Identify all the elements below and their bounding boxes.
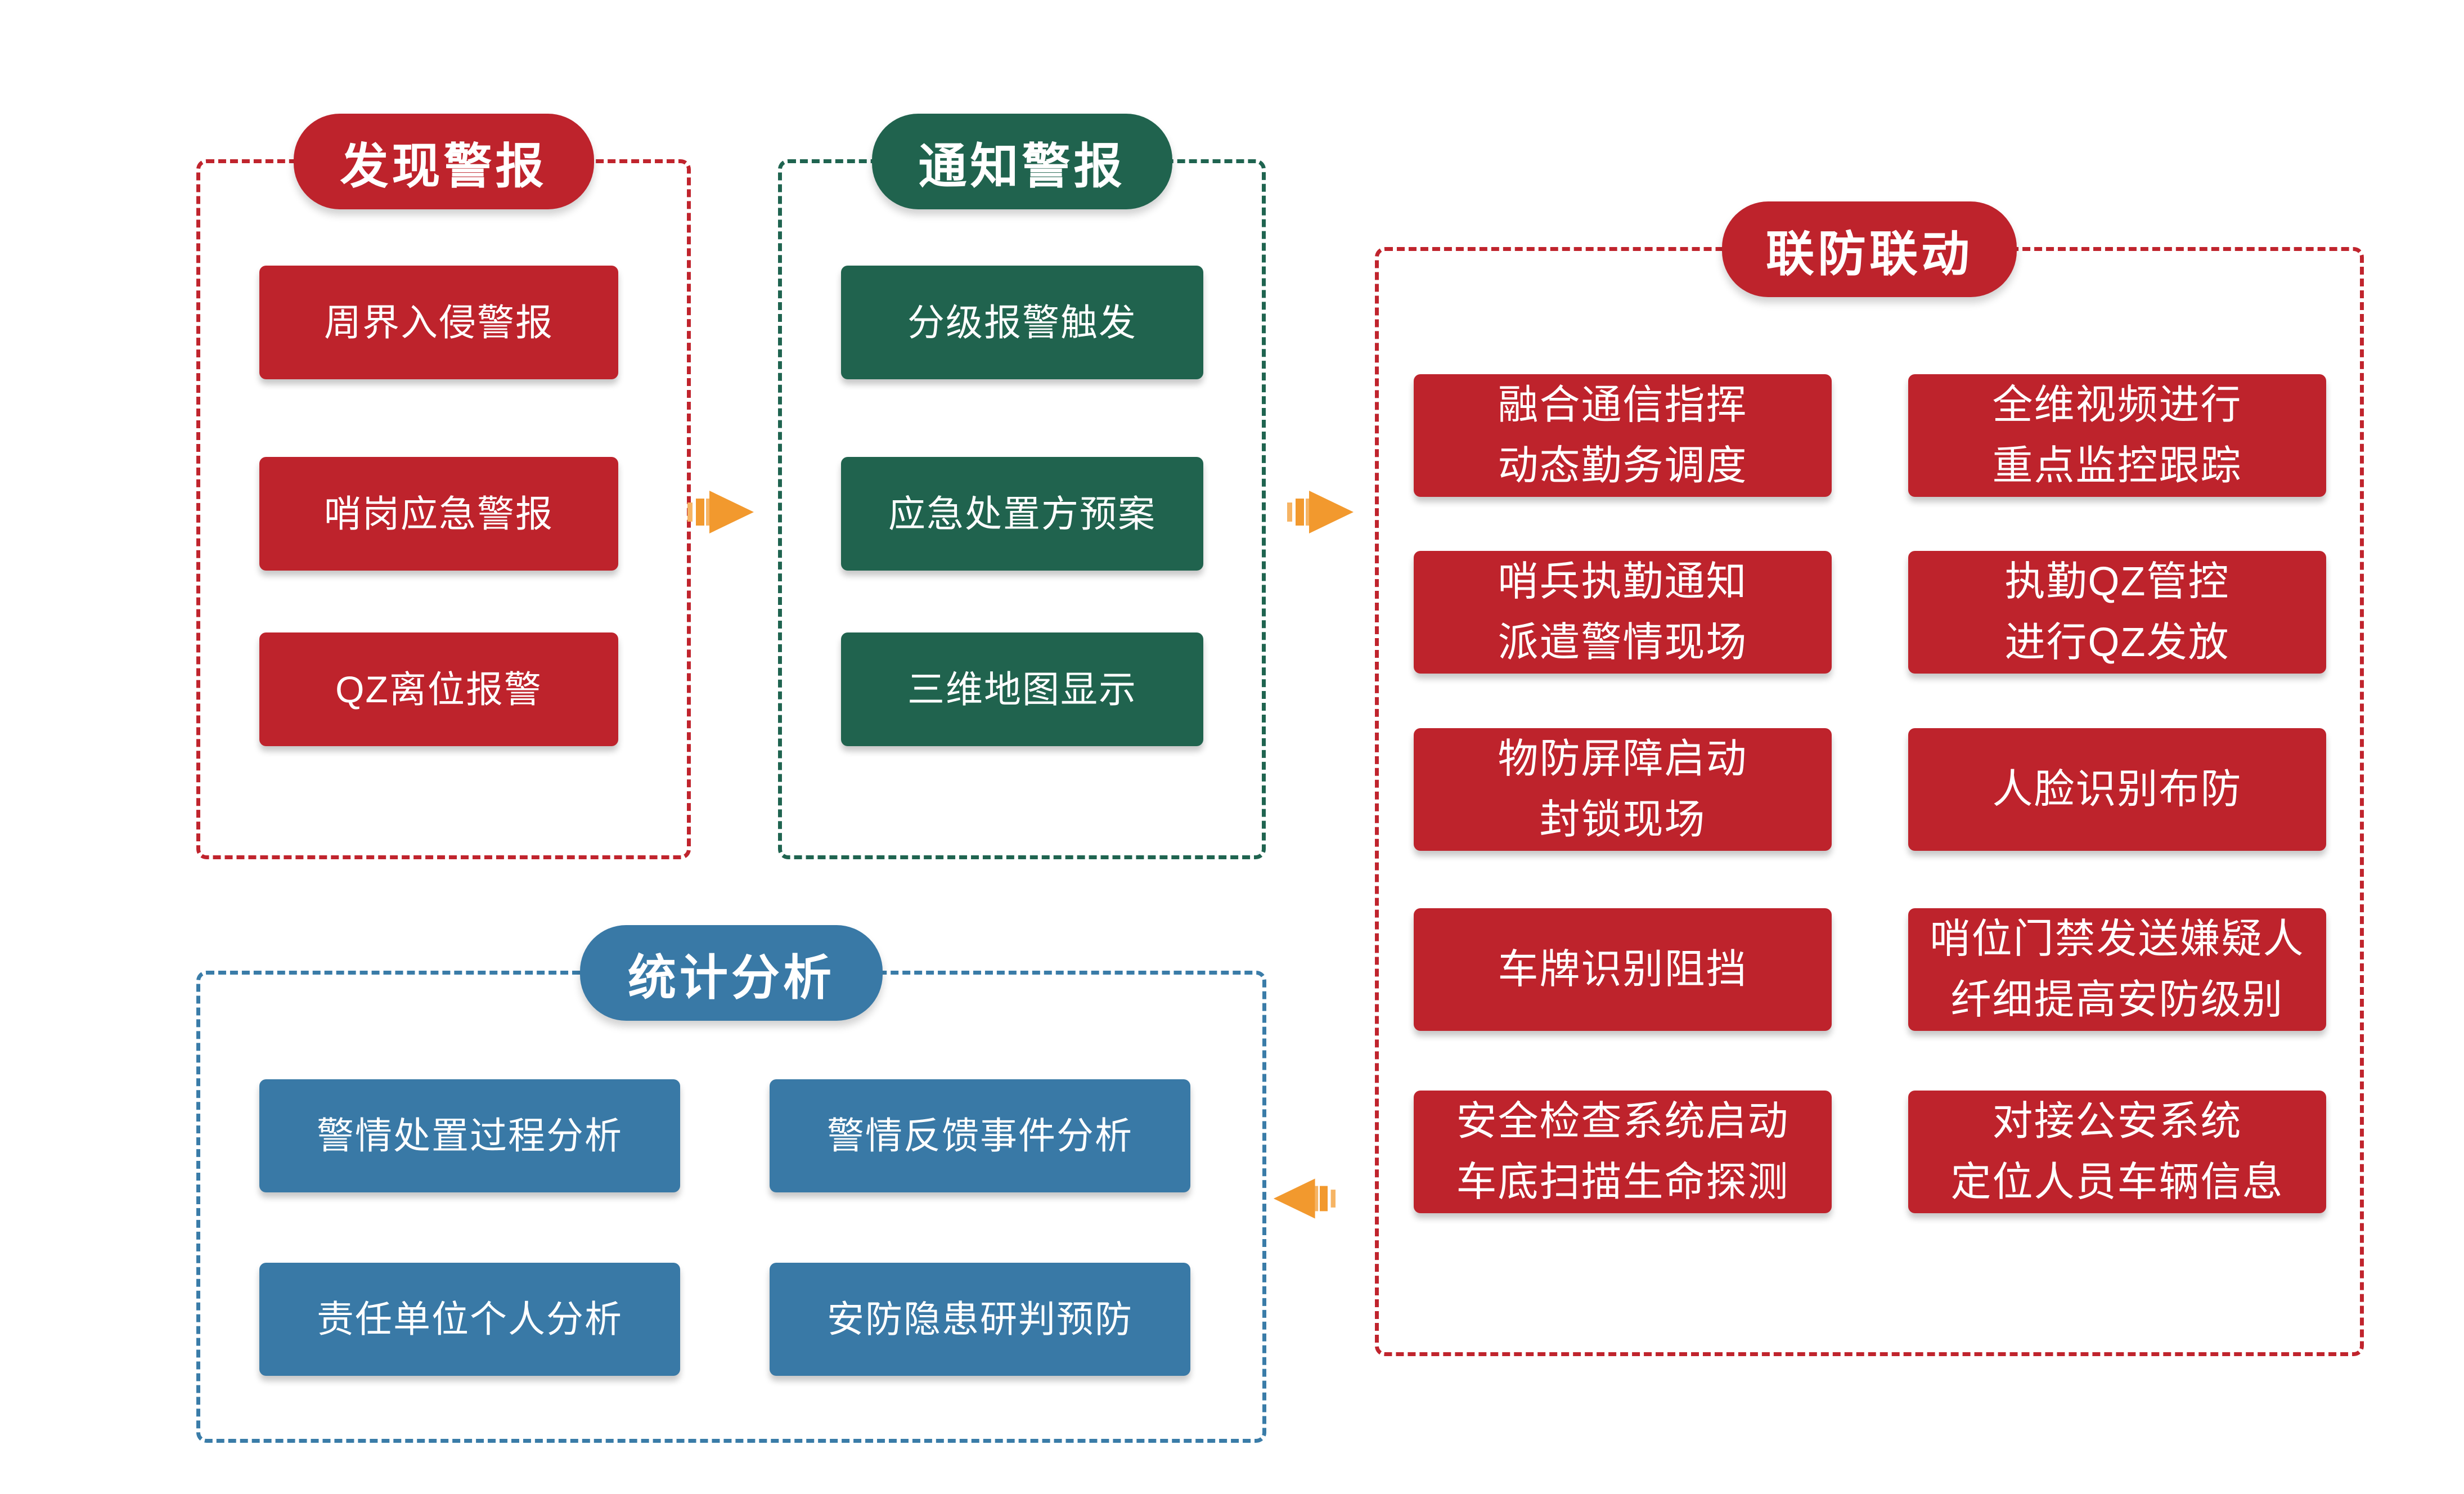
panel-notify-alarm: 通知警报 分级报警触发 应急处置方预案 三维地图显示 bbox=[778, 114, 1266, 859]
arrow-discover-to-notify-icon bbox=[687, 488, 755, 536]
box-panoramic-video-key-tracking: 全维视频进行 重点监控跟踪 bbox=[1908, 374, 2326, 497]
box-security-check-underbody-scan: 安全检查系统启动 车底扫描生命探测 bbox=[1414, 1091, 1832, 1213]
box-sentry-access-suspect-alert: 哨位门禁发送嫌疑人 纤细提高安防级别 bbox=[1908, 908, 2326, 1031]
panel-statistical-analysis: 统计分析 警情处置过程分析 警情反馈事件分析 责任单位个人分析 安防隐患研判预防 bbox=[196, 925, 1266, 1443]
box-graded-alarm-trigger: 分级报警触发 bbox=[841, 266, 1203, 379]
box-emergency-response-plan: 应急处置方预案 bbox=[841, 457, 1203, 571]
box-sentry-duty-notice-dispatch: 哨兵执勤通知 派遣警情现场 bbox=[1414, 551, 1832, 674]
box-plate-recognition-block: 车牌识别阻挡 bbox=[1414, 908, 1832, 1031]
panel-discover-title-pill: 发现警报 bbox=[293, 114, 594, 209]
arrow-linkage-to-stats-icon bbox=[1273, 1176, 1336, 1221]
panel-linkage-title-pill: 联防联动 bbox=[1722, 201, 2017, 297]
panel-stats-title-pill: 统计分析 bbox=[580, 925, 883, 1021]
box-3d-map-display: 三维地图显示 bbox=[841, 632, 1203, 746]
box-responsible-unit-person-analysis: 责任单位个人分析 bbox=[259, 1263, 680, 1376]
box-sentry-post-emergency-alarm: 哨岗应急警报 bbox=[259, 457, 618, 571]
box-alarm-feedback-event-analysis: 警情反馈事件分析 bbox=[770, 1079, 1190, 1192]
panel-discover-alarm: 发现警报 周界入侵警报 哨岗应急警报 QZ离位报警 bbox=[196, 114, 691, 859]
box-police-system-link-locate: 对接公安系统 定位人员车辆信息 bbox=[1908, 1091, 2326, 1213]
panel-notify-title-pill: 通知警报 bbox=[871, 114, 1172, 209]
box-face-recognition-deployment: 人脸识别布防 bbox=[1908, 728, 2326, 851]
box-security-risk-research-prevention: 安防隐患研判预防 bbox=[770, 1263, 1190, 1376]
box-duty-qz-control-issue: 执勤QZ管控 进行QZ发放 bbox=[1908, 551, 2326, 674]
box-perimeter-intrusion-alarm: 周界入侵警报 bbox=[259, 266, 618, 379]
box-physical-barrier-lockdown: 物防屏障启动 封锁现场 bbox=[1414, 728, 1832, 851]
box-fusion-comm-command-dispatch: 融合通信指挥 动态勤务调度 bbox=[1414, 374, 1832, 497]
box-qz-offsite-alarm: QZ离位报警 bbox=[259, 632, 618, 746]
box-alarm-handling-process-analysis: 警情处置过程分析 bbox=[259, 1079, 680, 1192]
arrow-notify-to-linkage-icon bbox=[1287, 488, 1355, 536]
panel-joint-defense-linkage: 联防联动 融合通信指挥 动态勤务调度 全维视频进行 重点监控跟踪 哨兵执勤通知 … bbox=[1375, 201, 2364, 1356]
